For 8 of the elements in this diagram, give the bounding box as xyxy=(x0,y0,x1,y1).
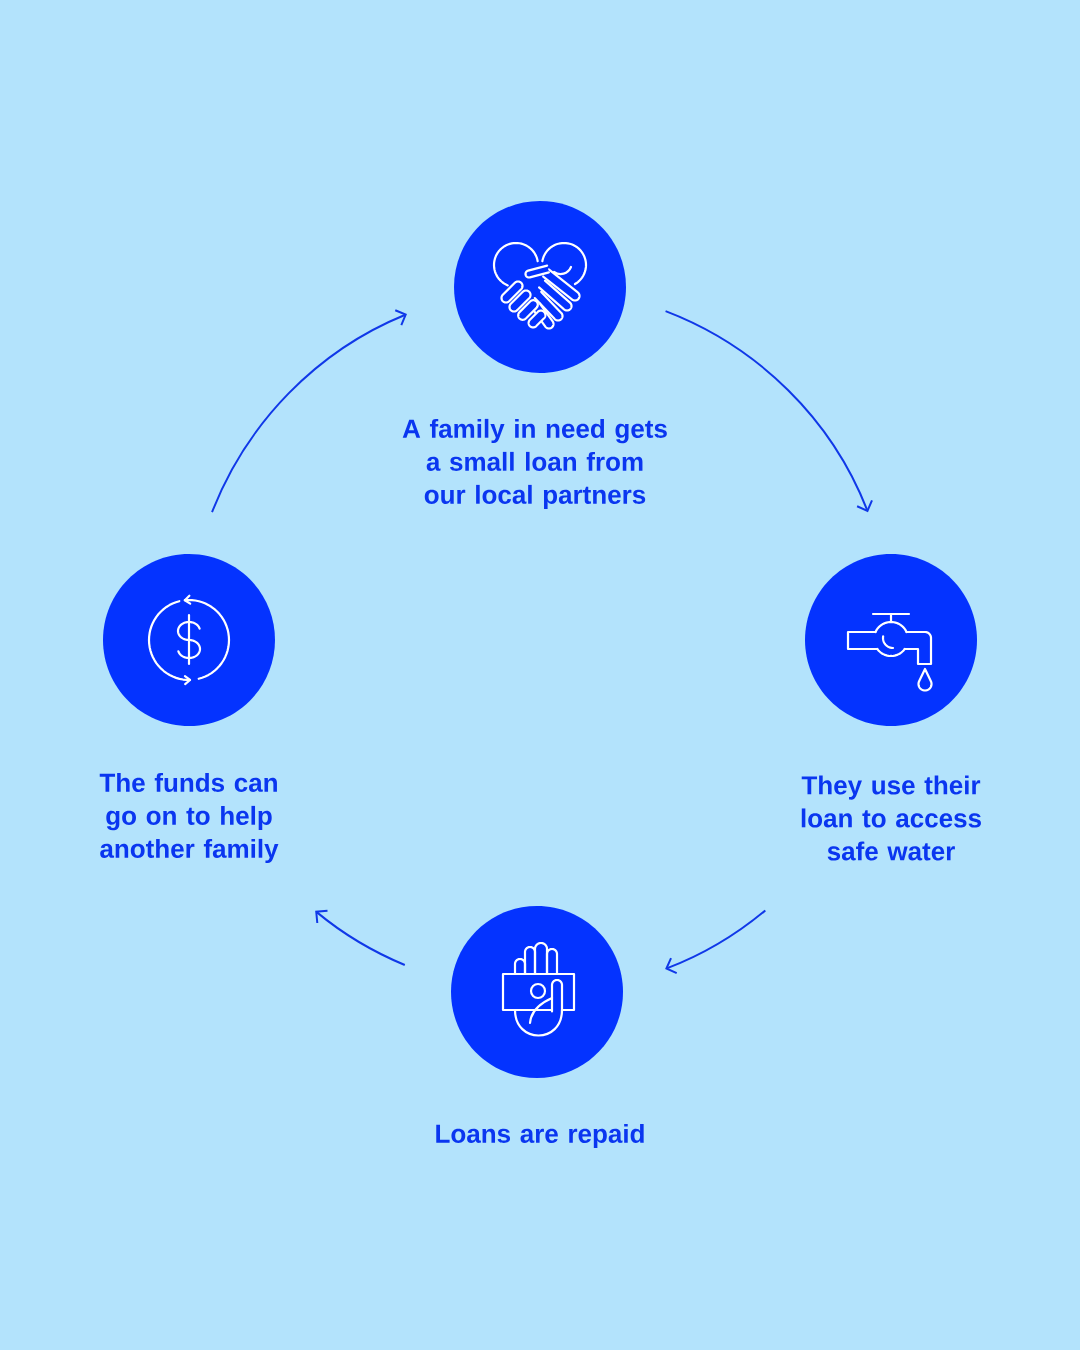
node-label: They use their loan to access safe water xyxy=(801,775,981,861)
arrow xyxy=(211,309,407,514)
arrow xyxy=(664,310,873,513)
node-label: A family in need gets a small loan from our local partners xyxy=(402,418,667,510)
node-label: Loans are repaid xyxy=(436,1123,644,1149)
arrow xyxy=(665,909,767,975)
arrow xyxy=(315,909,406,966)
node-label: The funds can go on to help another family xyxy=(99,772,279,864)
